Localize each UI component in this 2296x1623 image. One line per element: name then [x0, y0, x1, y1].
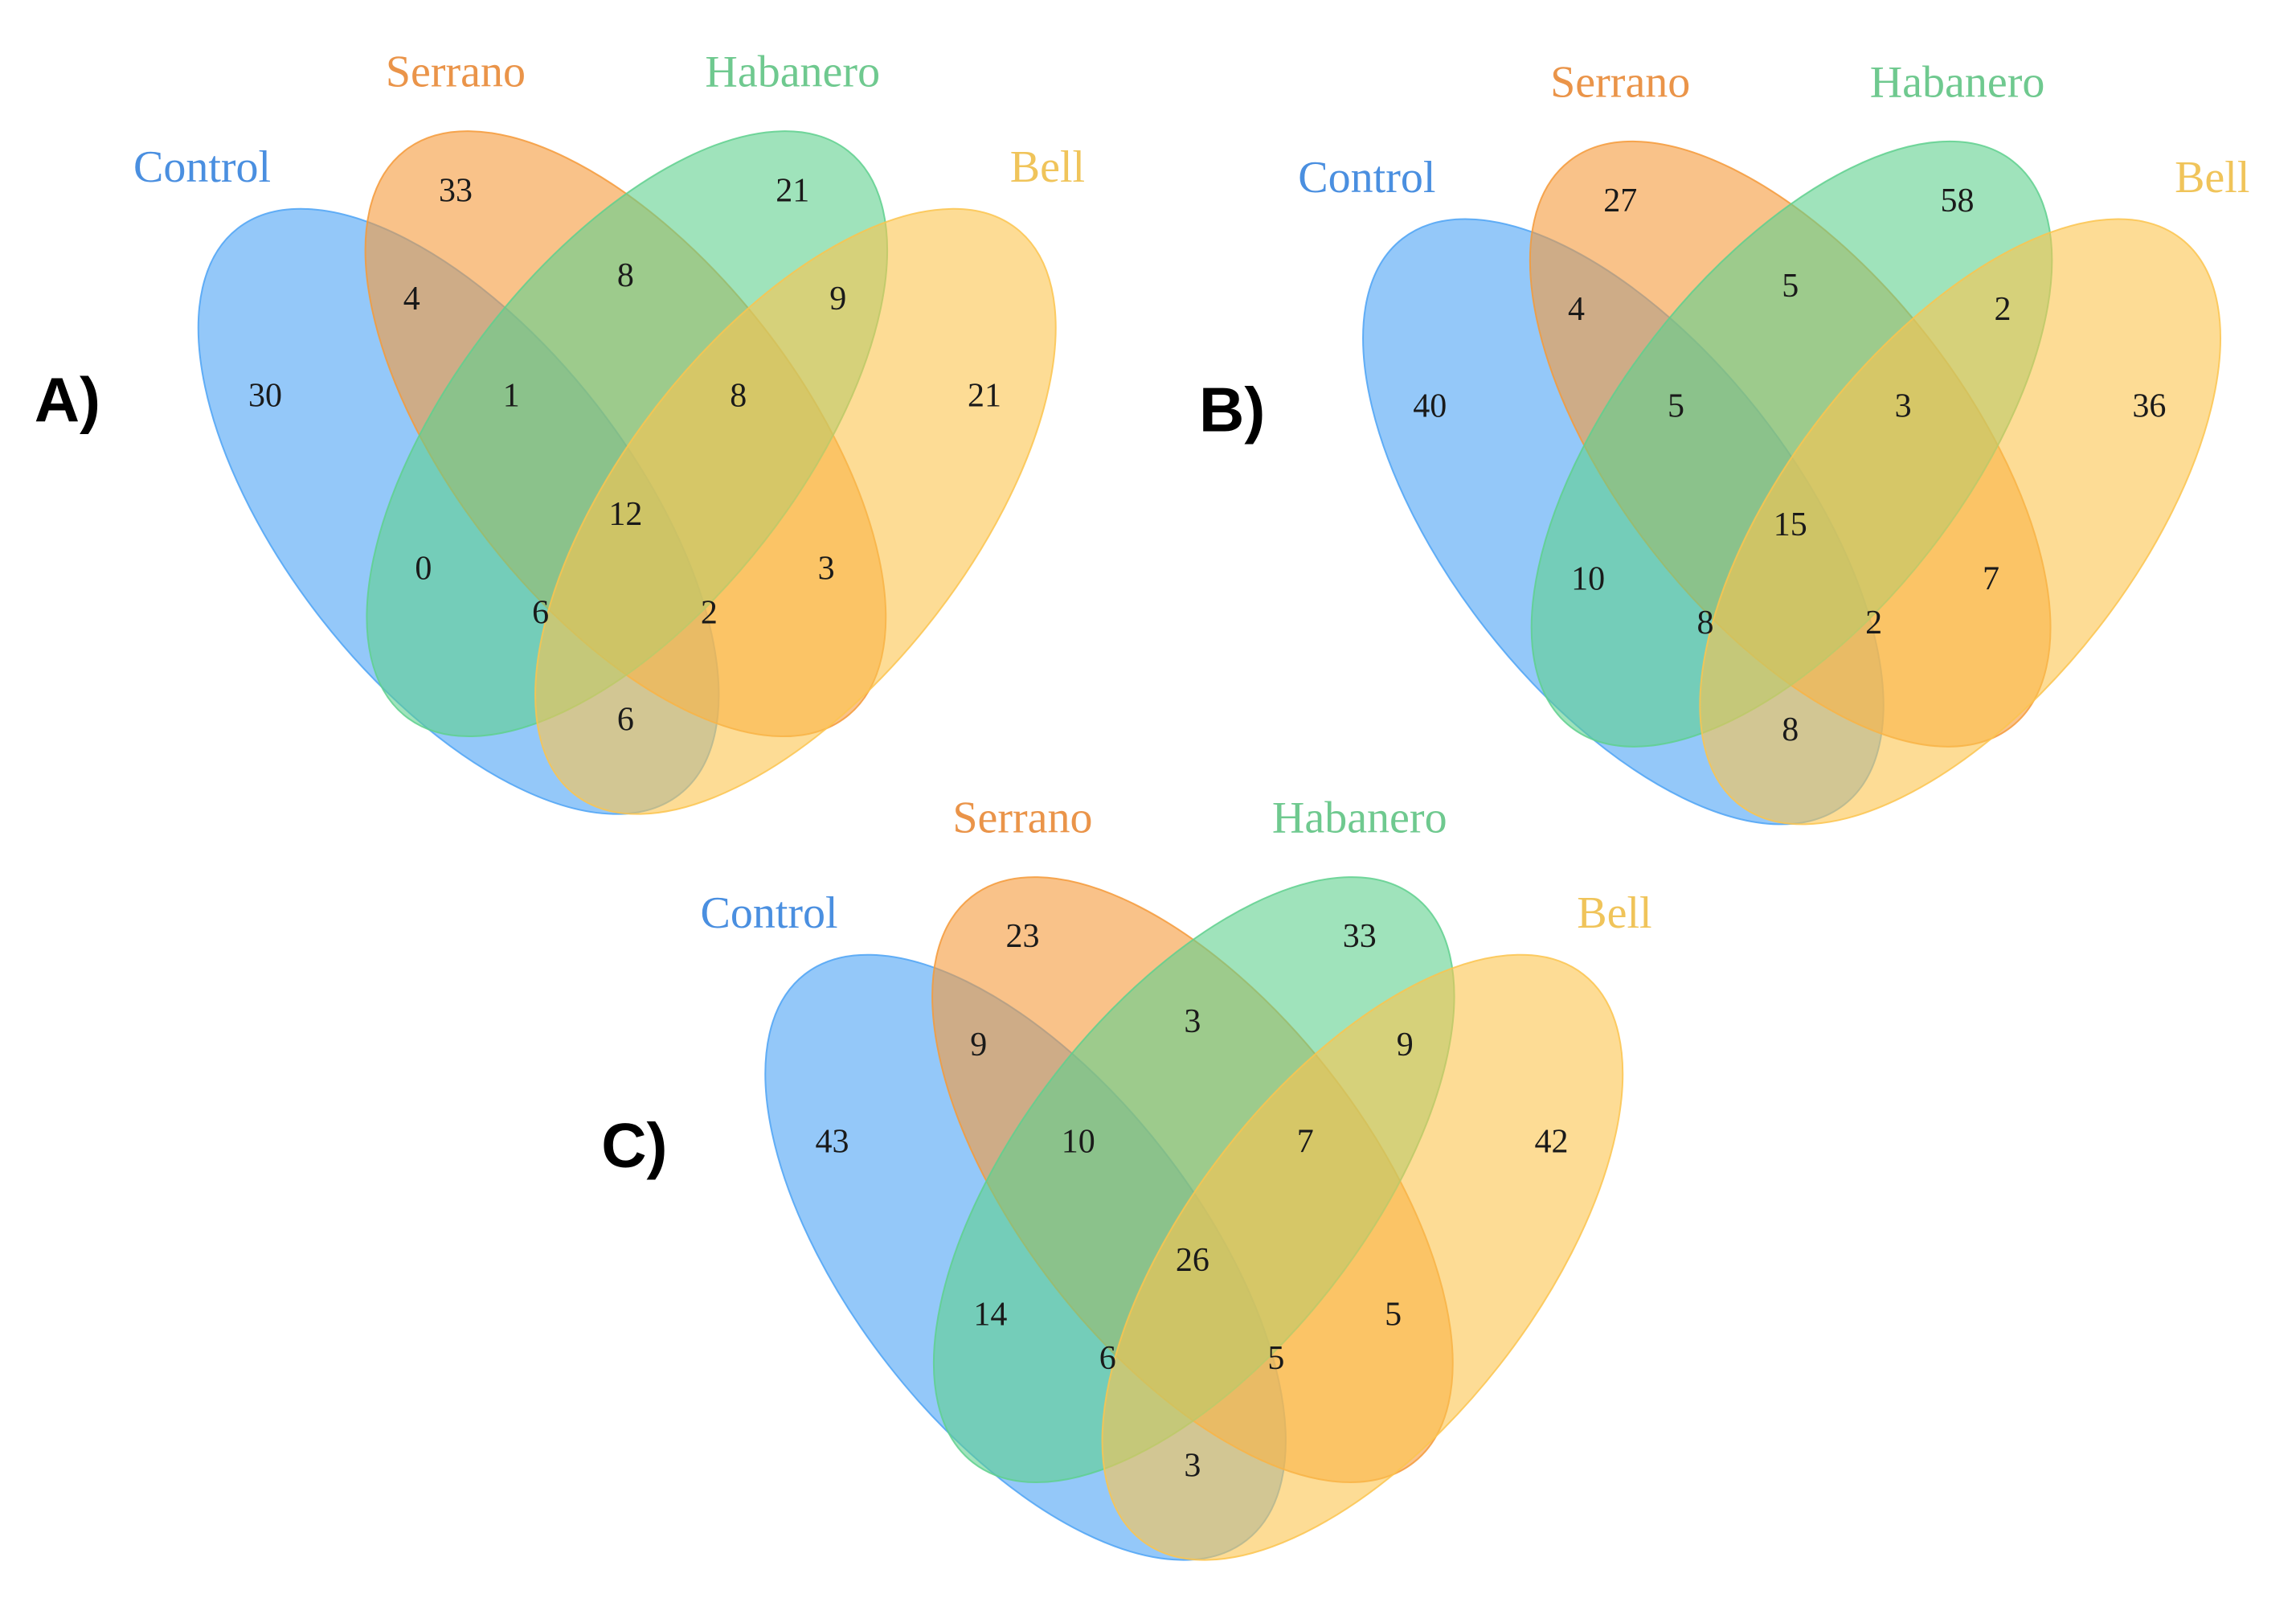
- count-control-bell: 6: [617, 701, 634, 738]
- count-serrano-habanero-bell: 8: [730, 377, 747, 414]
- count-bell-only: 36: [2132, 387, 2166, 424]
- bell-set-ellipse: [1101, 953, 1624, 1561]
- count-habanero-only: 21: [776, 172, 809, 209]
- count-serrano-bell: 3: [818, 551, 835, 588]
- count-all-four: 12: [608, 496, 642, 533]
- count-control-bell: 3: [1184, 1447, 1201, 1484]
- count-habanero-bell: 2: [1995, 291, 2012, 328]
- panel-letter: A): [35, 364, 100, 435]
- serrano-set-label: Serrano: [386, 47, 526, 97]
- count-serrano-only: 23: [1005, 918, 1039, 955]
- bell-set-label: Bell: [1577, 888, 1651, 938]
- count-control-habanero-bell: 6: [1099, 1340, 1116, 1377]
- count-bell-only: 42: [1535, 1123, 1569, 1160]
- count-habanero-bell: 9: [1397, 1027, 1414, 1064]
- bell-set-ellipse: [1699, 218, 2221, 826]
- count-serrano-habanero: 8: [617, 257, 634, 294]
- count-serrano-habanero: 3: [1184, 1003, 1201, 1040]
- count-all-four: 26: [1176, 1242, 1209, 1279]
- count-serrano-bell: 7: [1983, 560, 1999, 597]
- count-serrano-habanero: 5: [1782, 268, 1799, 305]
- count-control-habanero: 14: [973, 1297, 1007, 1334]
- serrano-set-label: Serrano: [1550, 57, 1690, 107]
- count-control-serrano-habanero: 5: [1668, 387, 1684, 424]
- count-control-only: 30: [248, 377, 282, 414]
- bell-set-label: Bell: [1010, 142, 1085, 192]
- count-control-serrano-bell: 5: [1267, 1340, 1284, 1377]
- count-serrano-only: 27: [1603, 182, 1637, 219]
- count-control-serrano-habanero: 1: [503, 377, 520, 414]
- count-control-only: 43: [815, 1123, 849, 1160]
- count-control-serrano-habanero: 10: [1062, 1123, 1095, 1160]
- count-serrano-only: 33: [439, 172, 473, 209]
- count-serrano-habanero-bell: 3: [1895, 387, 1912, 424]
- count-control-habanero-bell: 8: [1696, 605, 1713, 641]
- count-bell-only: 21: [968, 377, 1001, 414]
- count-control-habanero-bell: 6: [532, 594, 549, 631]
- count-control-only: 40: [1413, 387, 1447, 424]
- count-habanero-bell: 9: [829, 281, 846, 318]
- count-control-serrano: 9: [970, 1027, 987, 1064]
- control-set-label: Control: [1298, 153, 1435, 203]
- habanero-set-label: Habanero: [1272, 793, 1447, 843]
- panel-letter: C): [601, 1110, 667, 1181]
- serrano-set-label: Serrano: [952, 793, 1092, 843]
- count-serrano-bell: 5: [1385, 1297, 1402, 1334]
- control-set-label: Control: [133, 142, 271, 192]
- count-control-serrano: 4: [403, 281, 420, 318]
- bell-set-ellipse: [534, 207, 1057, 815]
- count-control-serrano-bell: 2: [1865, 605, 1882, 641]
- control-set-label: Control: [701, 888, 838, 938]
- count-control-bell: 8: [1782, 711, 1799, 748]
- count-control-serrano-bell: 2: [701, 594, 718, 631]
- count-all-four: 15: [1774, 506, 1807, 543]
- count-habanero-only: 58: [1941, 182, 1975, 219]
- habanero-set-label: Habanero: [705, 47, 880, 97]
- panel-letter: B): [1199, 375, 1265, 445]
- count-habanero-only: 33: [1343, 918, 1377, 955]
- count-control-habanero: 0: [415, 551, 432, 588]
- habanero-set-label: Habanero: [1870, 57, 2045, 107]
- bell-set-label: Bell: [2175, 153, 2249, 203]
- count-control-serrano: 4: [1568, 291, 1585, 328]
- count-serrano-habanero-bell: 7: [1297, 1123, 1314, 1160]
- count-control-habanero: 10: [1571, 560, 1605, 597]
